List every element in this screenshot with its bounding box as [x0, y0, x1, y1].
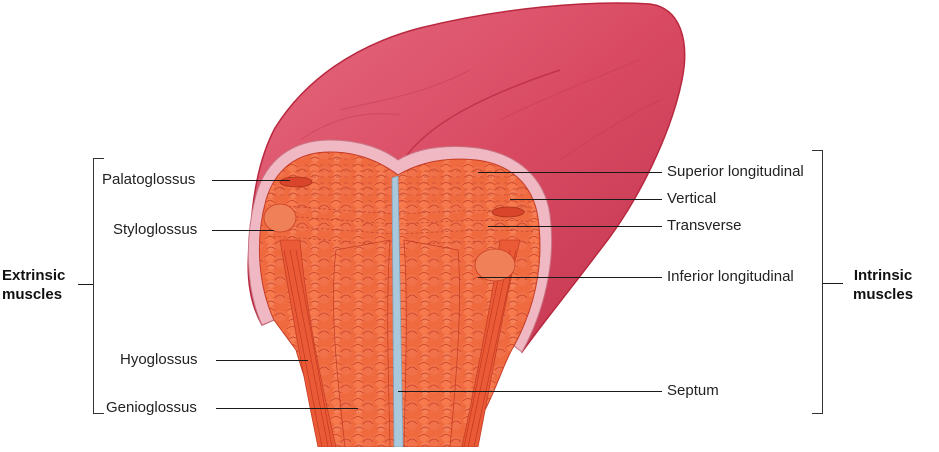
group-intrinsic-muscles: Intrinsic muscles [853, 266, 913, 304]
intrinsic-bracket-tick [823, 283, 843, 284]
extrinsic-bracket [93, 158, 104, 414]
inferior-longitudinal-leader [478, 277, 662, 278]
genioglossus-leader [216, 408, 358, 409]
superior-longitudinal-leader [478, 172, 662, 173]
transverse-leader [488, 226, 662, 227]
vertical-leader [510, 199, 662, 200]
group-extrinsic-muscles: Extrinsic muscles [2, 266, 65, 304]
intrinsic-bracket [812, 150, 823, 414]
extrinsic-bracket-tick [78, 284, 93, 285]
label-transverse: Transverse [667, 217, 742, 234]
label-hyoglossus: Hyoglossus [120, 351, 198, 368]
septum-leader [398, 391, 662, 392]
styloglossus-leader [212, 230, 274, 231]
label-palatoglossus: Palatoglossus [102, 171, 196, 188]
label-superior-longitudinal: Superior longitudinal [667, 163, 804, 180]
group-intrinsic-line1: Intrinsic [853, 267, 913, 284]
genioglossus-right [403, 239, 460, 448]
label-styloglossus: Styloglossus [113, 221, 198, 238]
label-genioglossus: Genioglossus [106, 399, 197, 416]
label-septum: Septum [667, 382, 719, 399]
hyoglossus-leader [216, 360, 308, 361]
group-intrinsic-line2: muscles [853, 286, 914, 303]
palatoglossus-leader [212, 180, 290, 181]
label-vertical: Vertical [667, 190, 717, 207]
genioglossus-left [333, 239, 391, 448]
label-inferior-longitudinal: Inferior longitudinal [667, 268, 794, 285]
group-extrinsic-line1: Extrinsic [2, 267, 66, 284]
group-extrinsic-line2: muscles [2, 286, 63, 303]
